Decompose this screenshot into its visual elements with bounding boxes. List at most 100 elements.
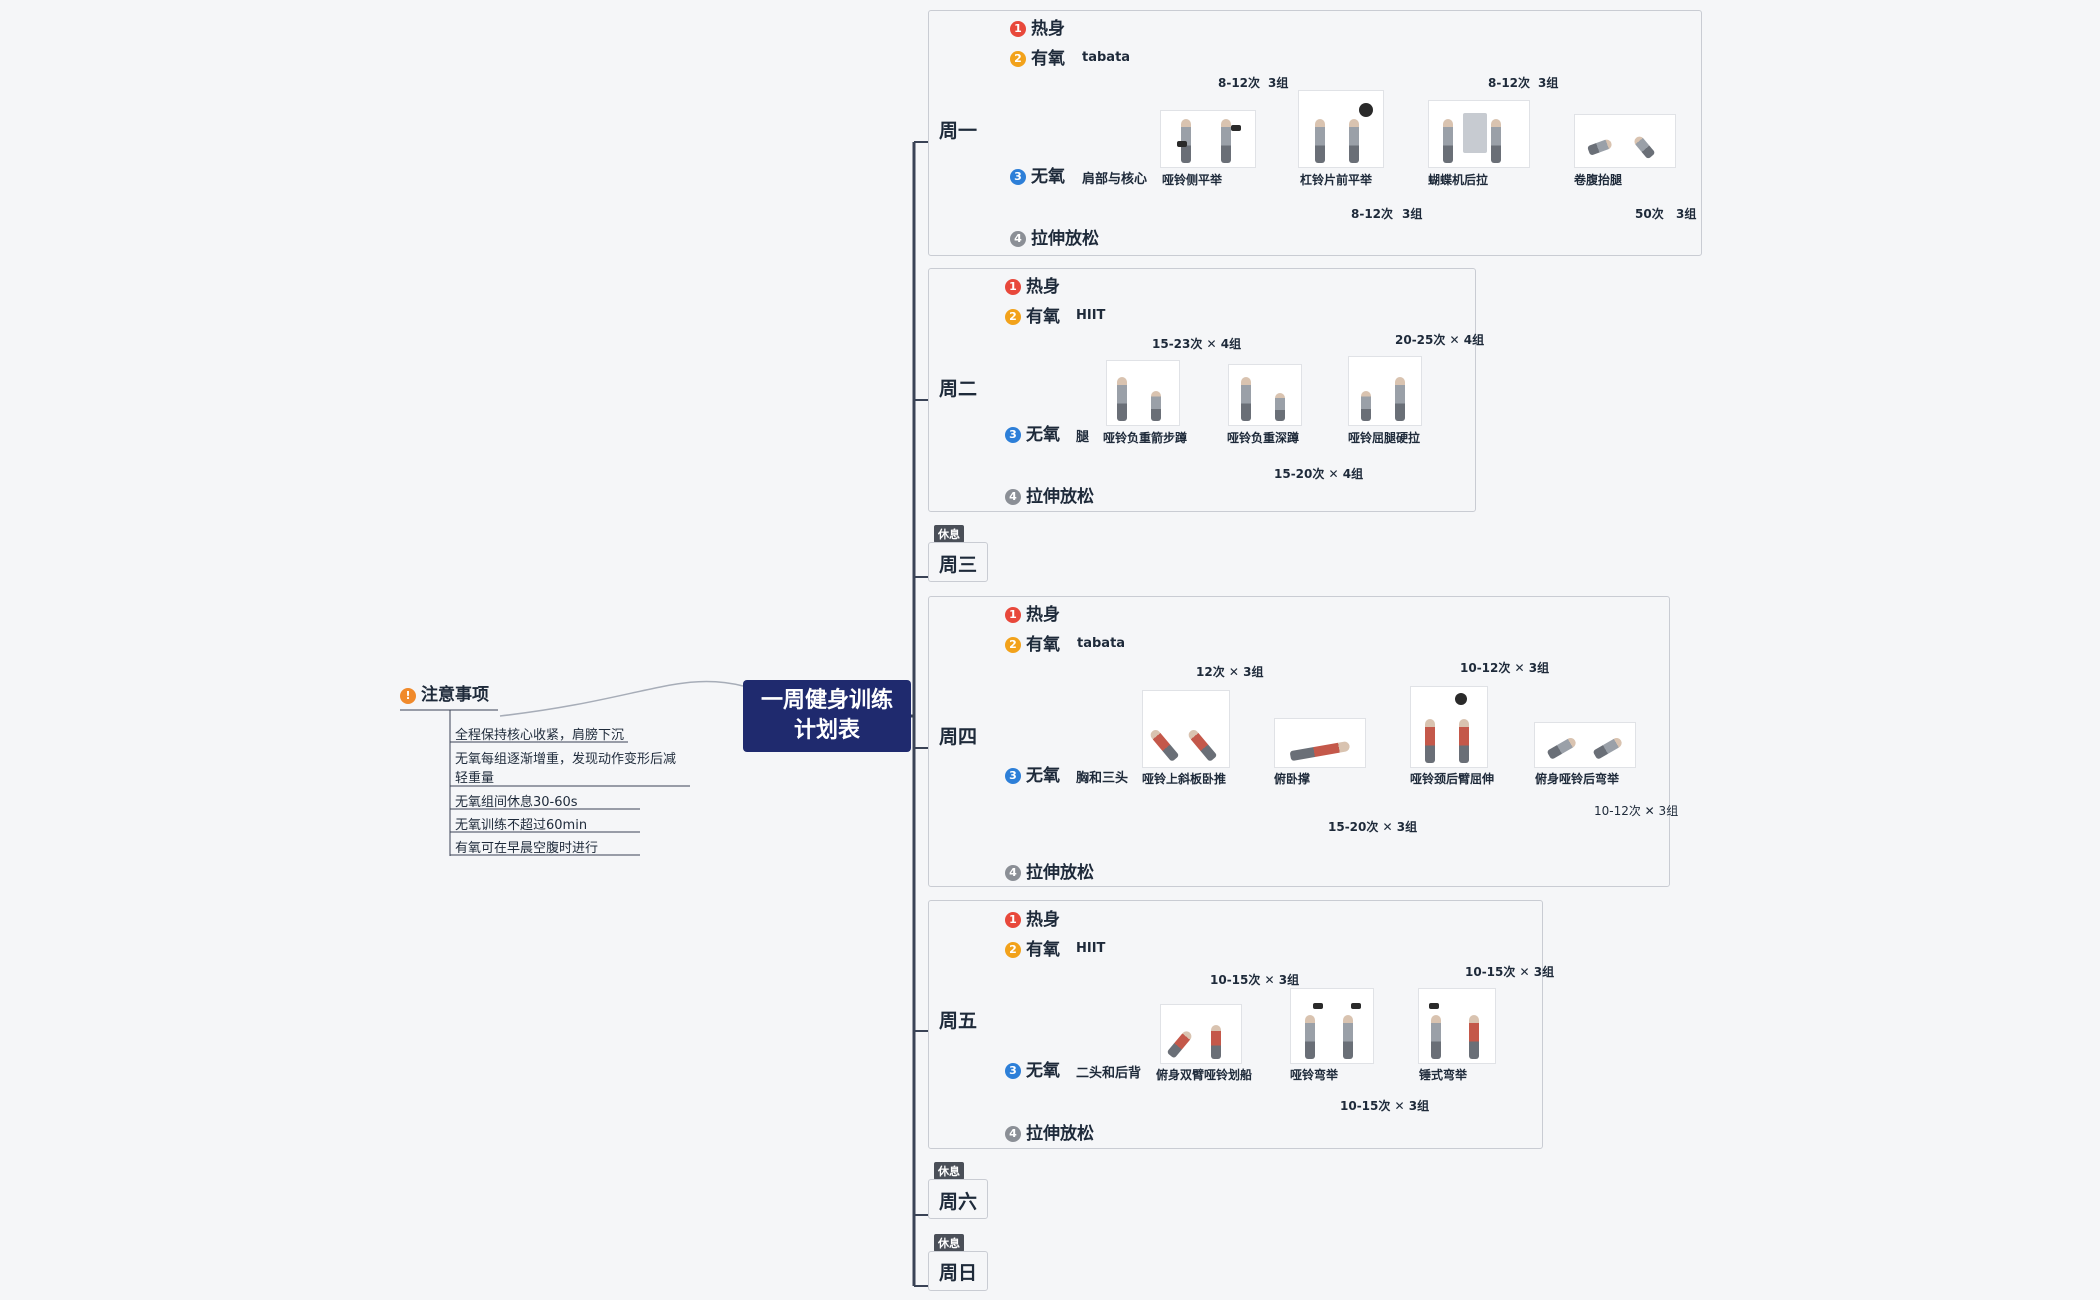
exercise-scheme: 10-12次 ✕ 3组 bbox=[1594, 804, 1679, 818]
exercise-reps: 50次 bbox=[1635, 207, 1664, 221]
day-friday[interactable]: 周五 bbox=[939, 1010, 978, 1032]
number-2-icon: 2 bbox=[1010, 51, 1026, 67]
notes-title: 注意事项 bbox=[421, 685, 489, 705]
tuesday-focus: 腿 bbox=[1076, 430, 1090, 445]
exercise-image bbox=[1160, 110, 1256, 168]
exercise-image bbox=[1348, 356, 1422, 426]
thursday-focus: 胸和三头 bbox=[1076, 771, 1129, 786]
note-item: 无氧训练不超过60min bbox=[455, 818, 588, 833]
monday-cardio-type: tabata bbox=[1082, 50, 1131, 65]
exercise-scheme: 12次 ✕ 3组 bbox=[1196, 665, 1264, 679]
number-4-icon: 4 bbox=[1005, 489, 1021, 505]
exercise-name: 锤式弯举 bbox=[1419, 1068, 1468, 1082]
exercise-image bbox=[1428, 100, 1530, 168]
exercise-sets: 3组 bbox=[1268, 76, 1289, 90]
note-item: 轻重量 bbox=[455, 771, 495, 786]
exercise-image bbox=[1290, 988, 1374, 1064]
central-topic-line2: 计划表 bbox=[793, 718, 860, 743]
rest-badge: 休息 bbox=[934, 1234, 964, 1252]
central-topic-line1: 一周健身训练 bbox=[760, 688, 893, 713]
rest-badge: 休息 bbox=[934, 1162, 964, 1180]
sunday-box bbox=[928, 1251, 988, 1291]
exercise-image bbox=[1410, 686, 1488, 768]
exercise-scheme: 10-15次 ✕ 3组 bbox=[1210, 973, 1300, 987]
number-4-icon: 4 bbox=[1005, 1126, 1021, 1142]
note-item: 有氧可在早晨空腹时进行 bbox=[455, 841, 599, 856]
exercise-image bbox=[1298, 90, 1384, 168]
exercise-name: 哑铃负重箭步蹲 bbox=[1103, 431, 1188, 445]
number-3-icon: 3 bbox=[1005, 768, 1021, 784]
rest-badge: 休息 bbox=[934, 525, 964, 543]
day-tuesday[interactable]: 周二 bbox=[939, 378, 978, 400]
exercise-scheme: 10-15次 ✕ 3组 bbox=[1340, 1099, 1430, 1113]
day-monday[interactable]: 周一 bbox=[939, 120, 978, 142]
exercise-sets: 3组 bbox=[1538, 76, 1559, 90]
exercise-image bbox=[1160, 1004, 1242, 1064]
exercise-sets: 3组 bbox=[1676, 207, 1697, 221]
number-1-icon: 1 bbox=[1010, 21, 1026, 37]
friday-focus: 二头和后背 bbox=[1076, 1066, 1142, 1081]
note-item: 无氧组间休息30-60s bbox=[455, 795, 578, 810]
exercise-name: 哑铃侧平举 bbox=[1162, 173, 1223, 187]
exercise-name: 卷腹抬腿 bbox=[1574, 173, 1623, 187]
saturday-box bbox=[928, 1179, 988, 1219]
number-4-icon: 4 bbox=[1010, 231, 1026, 247]
exercise-name: 俯卧撑 bbox=[1274, 772, 1311, 786]
exercise-scheme: 20-25次 ✕ 4组 bbox=[1395, 333, 1485, 347]
exercise-scheme: 10-12次 ✕ 3组 bbox=[1460, 661, 1550, 675]
exercise-scheme: 15-20次 ✕ 4组 bbox=[1274, 467, 1364, 481]
wednesday-box bbox=[928, 542, 988, 582]
exercise-name: 哑铃屈腿硬拉 bbox=[1348, 431, 1421, 445]
exercise-scheme: 10-15次 ✕ 3组 bbox=[1465, 965, 1555, 979]
number-3-icon: 3 bbox=[1010, 169, 1026, 185]
exercise-image bbox=[1418, 988, 1496, 1064]
exercise-name: 哑铃弯举 bbox=[1290, 1068, 1339, 1082]
exercise-name: 俯身双臂哑铃划船 bbox=[1156, 1068, 1253, 1082]
exercise-image bbox=[1534, 722, 1636, 768]
day-thursday[interactable]: 周四 bbox=[939, 726, 978, 748]
exercise-name: 哑铃负重深蹲 bbox=[1227, 431, 1300, 445]
day-saturday[interactable]: 周六 bbox=[939, 1191, 978, 1213]
number-1-icon: 1 bbox=[1005, 607, 1021, 623]
exercise-image bbox=[1574, 114, 1676, 168]
note-item: 全程保持核心收紧，肩膀下沉 bbox=[455, 728, 625, 743]
number-2-icon: 2 bbox=[1005, 942, 1021, 958]
exercise-image bbox=[1274, 718, 1366, 768]
exercise-reps: 8-12次 bbox=[1351, 207, 1394, 221]
number-3-icon: 3 bbox=[1005, 427, 1021, 443]
day-sunday[interactable]: 周日 bbox=[939, 1262, 978, 1284]
exercise-name: 哑铃颈后臂屈伸 bbox=[1410, 772, 1495, 786]
exercise-image bbox=[1142, 690, 1230, 768]
exercise-reps: 8-12次 bbox=[1218, 76, 1261, 90]
friday-cardio-type: HIIT bbox=[1076, 941, 1106, 956]
alert-icon: ! bbox=[400, 687, 416, 704]
central-topic[interactable]: 一周健身训练计划表 bbox=[743, 680, 911, 752]
number-3-icon: 3 bbox=[1005, 1063, 1021, 1079]
exercise-scheme: 15-23次 ✕ 4组 bbox=[1152, 337, 1242, 351]
exercise-name: 哑铃上斜板卧推 bbox=[1142, 772, 1227, 786]
exercise-image bbox=[1228, 364, 1302, 426]
monday-focus: 肩部与核心 bbox=[1082, 172, 1148, 187]
thursday-cardio-type: tabata bbox=[1077, 636, 1126, 651]
day-wednesday[interactable]: 周三 bbox=[939, 554, 978, 576]
exercise-image bbox=[1106, 360, 1180, 426]
notes-node[interactable]: ! 注意事项 bbox=[400, 680, 489, 705]
exercise-name: 杠铃片前平举 bbox=[1300, 173, 1373, 187]
exercise-scheme: 15-20次 ✕ 3组 bbox=[1328, 820, 1418, 834]
